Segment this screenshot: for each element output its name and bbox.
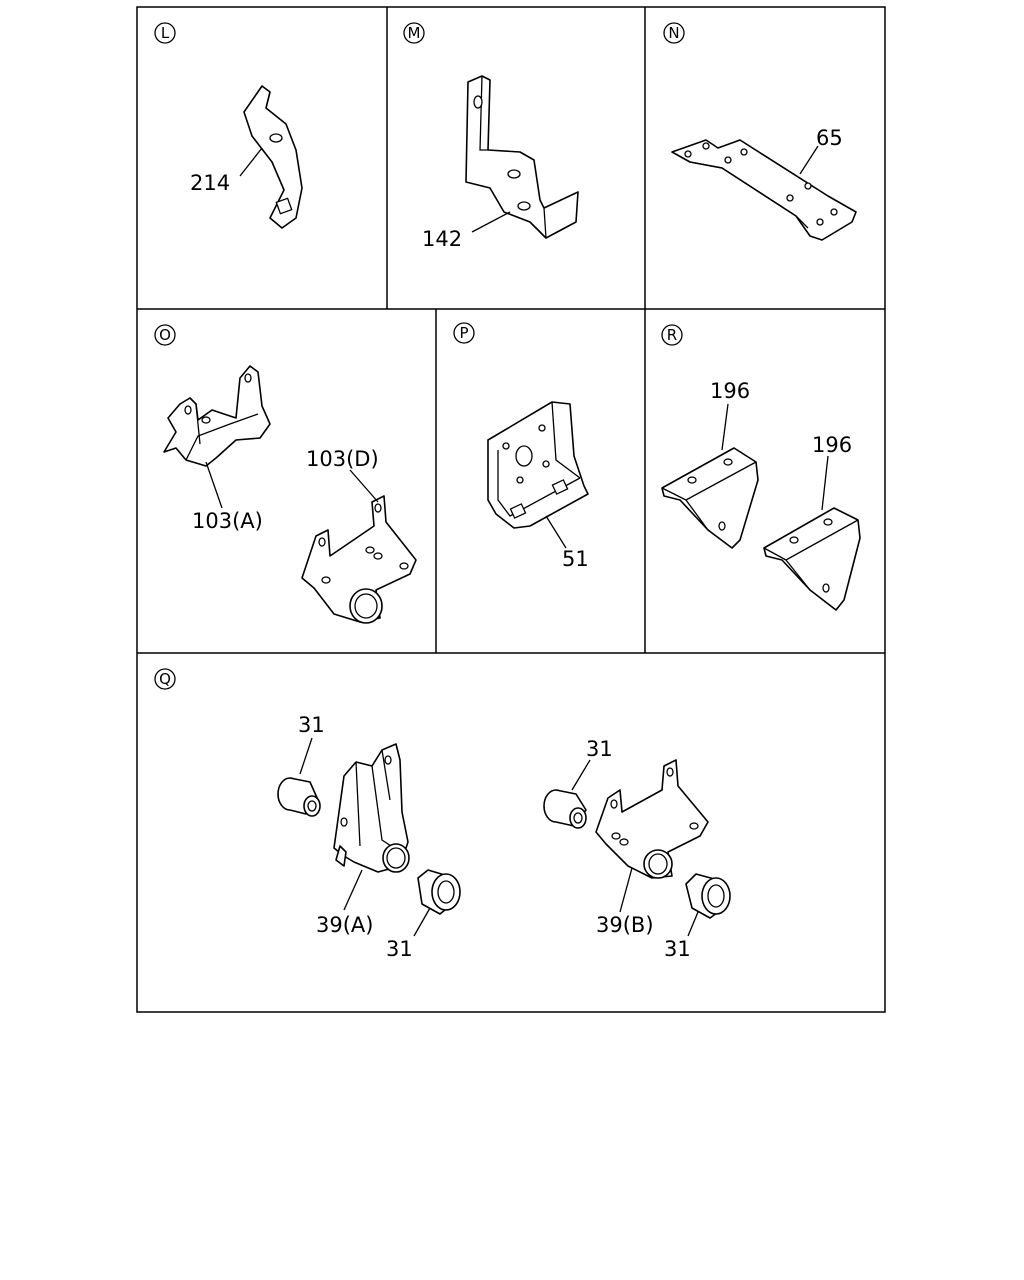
callout-31-upper-right: 31: [586, 737, 613, 761]
bracket-39a: [333, 743, 410, 873]
callout-65: 65: [816, 126, 843, 150]
callout-196-left: 196: [710, 379, 750, 403]
leader-31-lower-right: [687, 911, 699, 937]
panel-p-letter-badge: P: [453, 322, 475, 344]
callout-39b: 39(B): [596, 913, 654, 937]
bracket-51: [487, 401, 589, 529]
callout-196-right: 196: [812, 433, 852, 457]
callout-51: 51: [562, 547, 589, 571]
callout-31-lower-right: 31: [664, 937, 691, 961]
leader-39b: [619, 867, 633, 913]
leader-103a: [205, 461, 223, 509]
leader-51: [545, 515, 567, 549]
leader-142: [471, 211, 511, 233]
bracket-65: [671, 139, 857, 241]
bracket-103a: [163, 365, 271, 467]
bracket-214: [243, 85, 303, 229]
leader-39a: [343, 869, 363, 911]
diagram-frame: [136, 6, 886, 1013]
panel-o: O 103(A) 103(D): [154, 324, 417, 624]
callout-103d: 103(D): [306, 447, 379, 471]
leader-196-right: [821, 455, 829, 511]
callout-31-lower-left: 31: [386, 937, 413, 961]
panel-m-letter-badge: M: [403, 22, 425, 44]
callout-214: 214: [190, 171, 230, 195]
bushing-31-lower-left: [417, 869, 461, 915]
leader-214: [239, 147, 263, 177]
bracket-103d: [301, 495, 417, 624]
panel-o-letter: O: [159, 326, 171, 344]
bushing-31-upper-left: [277, 777, 321, 817]
panel-q-letter: Q: [159, 670, 171, 688]
leader-196-left: [721, 403, 729, 451]
panel-m: M 142: [403, 22, 579, 251]
panel-p: P 51: [453, 322, 589, 571]
bracket-142: [465, 75, 579, 239]
panel-l-letter: L: [161, 24, 170, 42]
leader-31-lower-left: [413, 907, 431, 937]
panel-o-letter-badge: O: [154, 324, 176, 346]
leader-31-upper-right: [571, 759, 591, 791]
bracket-196-right: [763, 507, 861, 611]
leader-31-upper-left: [299, 737, 313, 775]
callout-142: 142: [422, 227, 462, 251]
panel-q: Q 31 39(A) 31: [154, 668, 731, 961]
callout-39a: 39(A): [316, 913, 373, 937]
panel-r: R 196 196: [661, 324, 861, 611]
bushing-31-upper-right: [543, 789, 587, 829]
panel-n-letter-badge: N: [663, 22, 685, 44]
callout-31-upper-left: 31: [298, 713, 325, 737]
leader-103d: [349, 469, 379, 503]
panel-m-letter: M: [408, 24, 421, 42]
leader-65: [799, 145, 819, 175]
panel-l: L 214: [154, 22, 303, 229]
panel-r-letter: R: [667, 326, 677, 344]
bracket-39b: [595, 759, 709, 879]
panel-n-letter: N: [668, 24, 679, 42]
panel-p-letter: P: [459, 324, 468, 342]
bushing-31-lower-right: [685, 873, 731, 919]
panel-q-letter-badge: Q: [154, 668, 176, 690]
panel-n: N 65: [663, 22, 857, 241]
panel-l-letter-badge: L: [154, 22, 176, 44]
panel-r-letter-badge: R: [661, 324, 683, 346]
bracket-196-left: [661, 447, 759, 549]
callout-103a: 103(A): [192, 509, 263, 533]
